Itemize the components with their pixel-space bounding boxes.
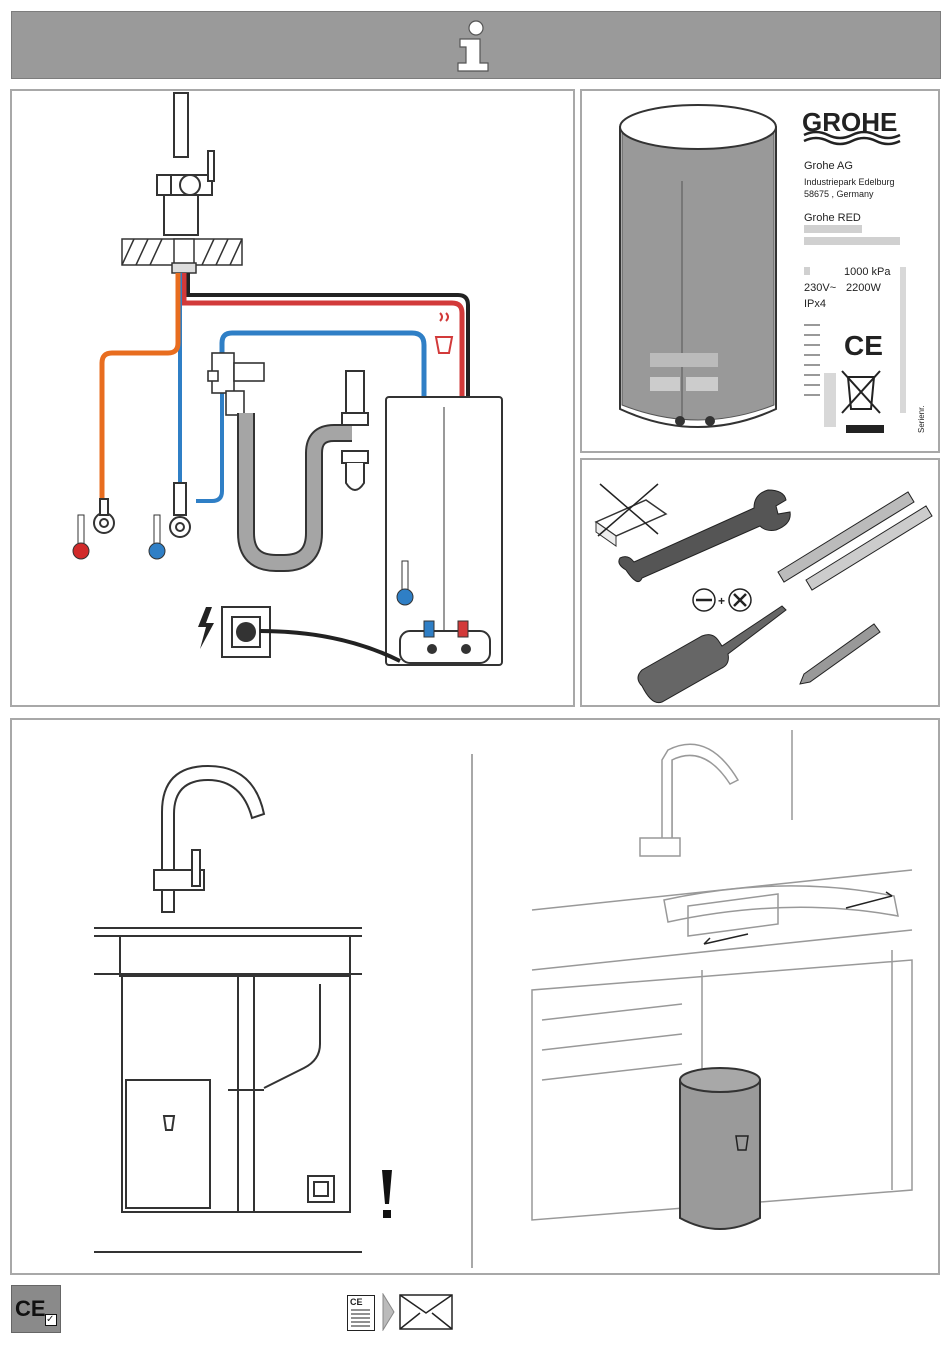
serial-label: Serienr. [917,405,926,433]
address-line1: Industriepark Edelburg [804,177,895,187]
tools-panel: + [580,458,940,707]
required-tools: + [582,460,938,705]
declaration-document-icon: CE [347,1295,375,1331]
cabinet-cross-section [94,766,362,1252]
flat-screwdriver-icon [693,589,715,611]
weee-bin-icon [842,371,880,413]
checkbox-icon: ✓ [45,1314,57,1326]
svg-text:+: + [718,594,725,608]
arrow-right-icon [382,1293,396,1331]
info-icon [12,12,940,78]
placement-diagrams [12,720,938,1273]
installation-diagram-panel [10,89,575,707]
boiler-appliance [386,397,502,665]
electricity-warning-icon [198,607,214,649]
address-line2: 58675 , Germany [804,189,874,199]
no-sealant-icon [596,484,666,546]
pencil-icon [800,624,880,684]
warning-exclamation-icon [382,1170,392,1218]
ce-mark: CE [844,330,883,361]
power-socket [222,607,400,661]
hot-thermometer-icon [73,515,89,559]
cold-thermometer-icon [149,515,165,559]
product-name: Grohe RED [804,212,861,224]
boiler-under-sink [680,1068,760,1229]
folding-ruler-icon [778,492,932,590]
faucet-drawing [157,93,214,235]
phillips-screwdriver-icon [729,589,751,611]
pressure-value: 1000 kPa [844,266,891,278]
boiler-cylinder [620,105,776,427]
rating-label: GROHE Grohe AG Industriepark Edelburg 58… [582,91,938,451]
ce-icon-text: CE [15,1296,46,1322]
rating-label-panel: GROHE Grohe AG Industriepark Edelburg 58… [580,89,940,453]
ce-declaration-icon: CE ✓ [11,1285,61,1333]
power-value: 2200W [846,282,881,294]
company-name: Grohe AG [804,160,853,172]
protection-rating: IPx4 [804,298,826,310]
installation-diagram [12,91,573,705]
header-banner [11,11,941,79]
envelope-icon [399,1294,453,1330]
voltage-value: 230V~ [804,282,836,294]
placement-panel [10,718,940,1275]
screwdriver-icon [638,606,786,703]
hot-water-cup-icon [436,313,452,353]
